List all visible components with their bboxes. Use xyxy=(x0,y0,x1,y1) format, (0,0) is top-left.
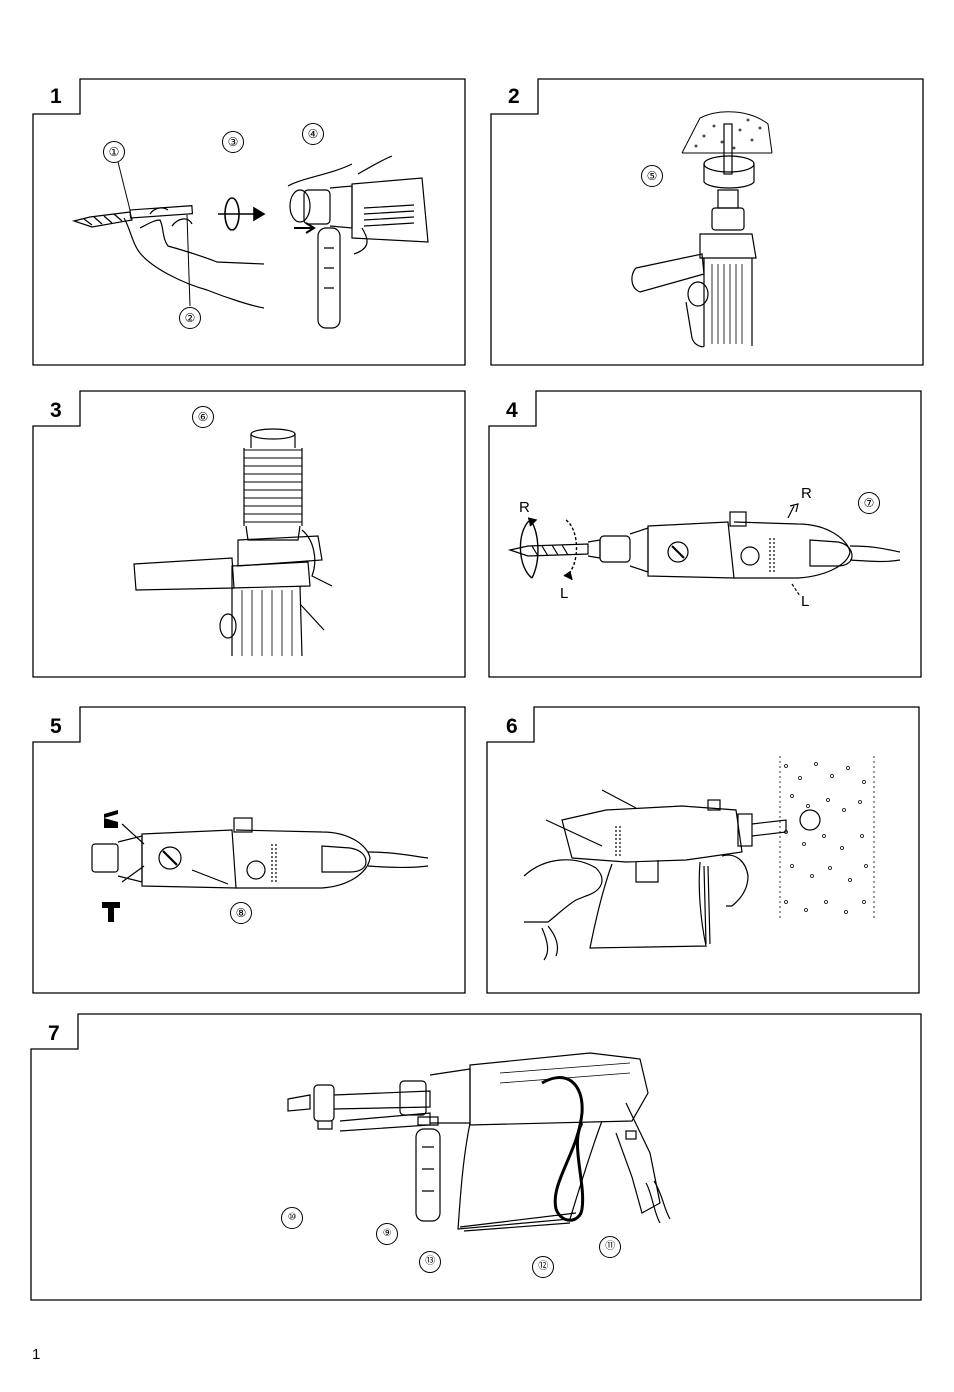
hammer-icon xyxy=(102,902,120,922)
dust-collector-illustration xyxy=(244,429,302,540)
figure-number: 5 xyxy=(50,716,62,737)
figure-3-frame xyxy=(32,390,466,678)
selector-label-right: R xyxy=(801,486,812,501)
hammer-drill-illustration xyxy=(510,504,900,596)
figure-number: 2 xyxy=(508,86,520,107)
rotation-label-right: R xyxy=(519,500,530,515)
hammer-drill-illustration xyxy=(632,190,756,347)
callout-11: ⑪ xyxy=(599,1236,621,1258)
hammer-drill-illustration xyxy=(134,530,332,656)
figure-4-frame xyxy=(488,390,922,678)
callout-2: ② xyxy=(179,307,201,329)
callout-10: ⑩ xyxy=(281,1207,303,1229)
callout-8: ⑧ xyxy=(230,902,252,924)
figure-3: 3 ⑥ xyxy=(32,390,466,678)
figure-5-frame xyxy=(32,706,466,994)
figure-6-frame xyxy=(486,706,920,994)
figure-number: 3 xyxy=(50,400,62,421)
hand-illustration xyxy=(124,208,264,308)
callout-12: ⑫ xyxy=(532,1256,554,1278)
figure-number: 6 xyxy=(506,716,518,737)
figure-2: 2 ⑤ xyxy=(490,78,924,366)
rotation-arrows xyxy=(520,518,576,580)
page-number: 1 xyxy=(32,1346,40,1363)
figure-4: 4 R L R L ⑦ xyxy=(488,390,922,678)
wall-surface xyxy=(780,756,874,920)
figure-5: 5 ⑧ xyxy=(32,706,466,994)
callout-13: ⑬ xyxy=(419,1251,441,1273)
figure-2-frame xyxy=(490,78,924,366)
hammer-drill-illustration xyxy=(562,800,820,882)
drill-bit-icon xyxy=(104,802,118,828)
callout-3: ③ xyxy=(222,131,244,153)
hammer-drill-illustration xyxy=(288,156,428,328)
rotation-label-left: L xyxy=(560,586,568,601)
figure-1-frame xyxy=(32,78,466,366)
hammer-drill-illustration xyxy=(288,1053,670,1223)
callout-6: ⑥ xyxy=(192,406,214,428)
figure-7: 7 ⑨ ⑩ ⑪ ⑫ ⑬ xyxy=(30,1013,922,1301)
callout-5: ⑤ xyxy=(641,165,663,187)
rotate-arrow-icon xyxy=(218,198,264,230)
dust-cup-illustration xyxy=(704,124,754,188)
hammer-drill-illustration xyxy=(92,818,428,888)
callout-1: ① xyxy=(103,141,125,163)
callout-9: ⑨ xyxy=(376,1223,398,1245)
callout-7: ⑦ xyxy=(858,492,880,514)
selector-label-left: L xyxy=(801,594,809,609)
figure-7-frame xyxy=(30,1013,922,1301)
figure-number: 4 xyxy=(506,400,518,421)
ceiling-surface xyxy=(682,112,772,153)
figure-1: 1 ① ② ③ ④ xyxy=(32,78,466,366)
dust-bag-illustration xyxy=(590,862,710,948)
figure-number: 1 xyxy=(50,86,62,107)
figure-6: 6 xyxy=(486,706,920,994)
figure-number: 7 xyxy=(48,1023,60,1044)
callout-4: ④ xyxy=(302,123,324,145)
